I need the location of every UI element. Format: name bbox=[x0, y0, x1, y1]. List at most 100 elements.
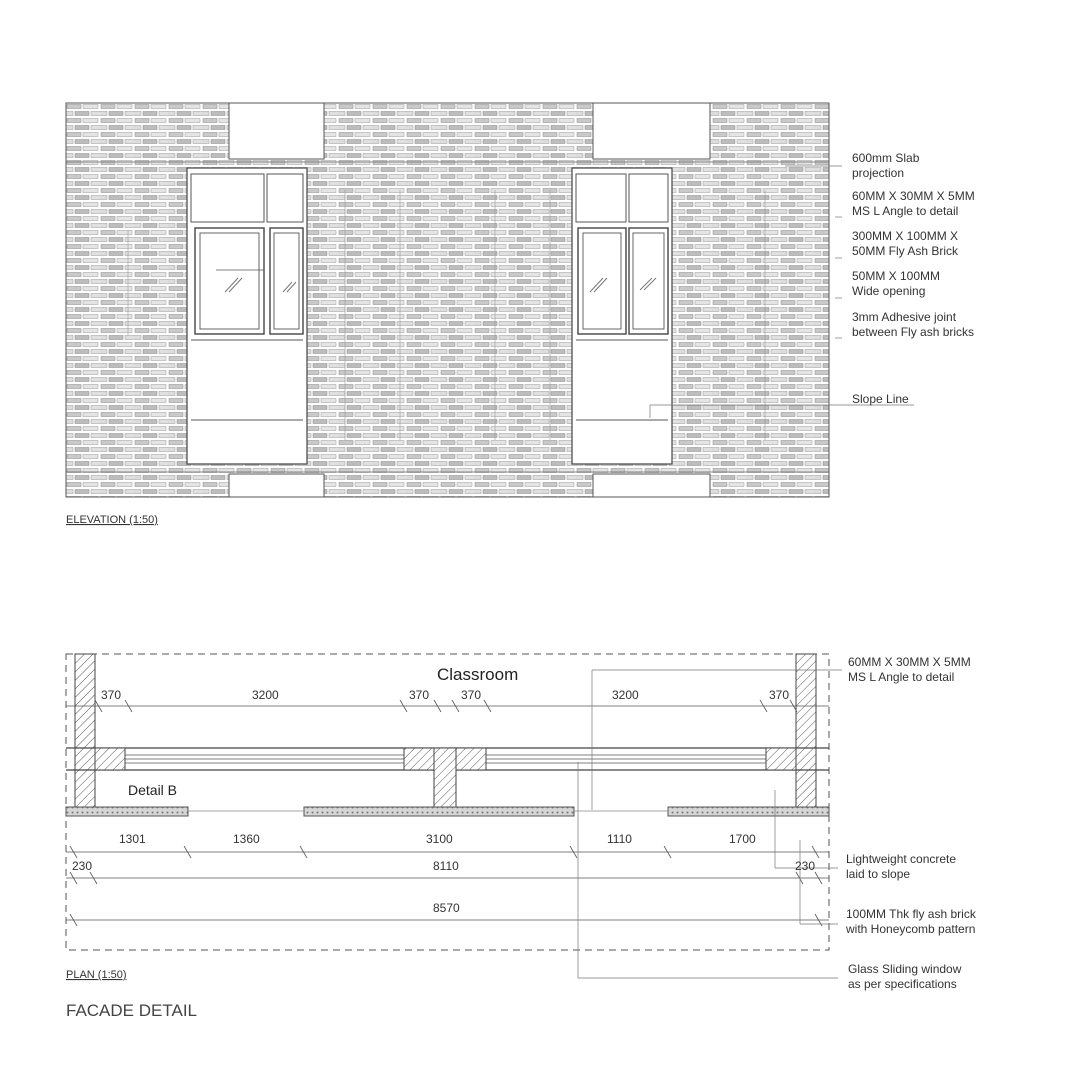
bottom-dim-1: 1301 bbox=[119, 832, 146, 846]
elev-note-5b: between Fly ash bricks bbox=[852, 325, 974, 339]
plan-note-1a: 60MM X 30MM X 5MM bbox=[848, 655, 971, 669]
svg-text:Detail B: Detail B bbox=[128, 782, 177, 798]
svg-text:3200: 3200 bbox=[612, 688, 639, 702]
plan-note-3b: with Honeycomb pattern bbox=[845, 922, 975, 936]
honeycomb-strip-3 bbox=[667, 806, 830, 817]
svg-text:3200: 3200 bbox=[252, 688, 279, 702]
svg-text:230: 230 bbox=[795, 859, 815, 873]
elev-note-4b: Wide opening bbox=[852, 284, 925, 298]
svg-text:370: 370 bbox=[769, 688, 789, 702]
elevation-leaders bbox=[649, 165, 914, 418]
elev-note-3b: 50MM Fly Ash Brick bbox=[852, 244, 959, 258]
plan-wall-right bbox=[795, 653, 817, 811]
svg-text:Lightweight concrete: Lightweight concrete bbox=[846, 852, 956, 866]
elevation-window-right bbox=[571, 167, 673, 465]
pier-left bbox=[94, 747, 126, 771]
room-label: Classroom bbox=[437, 665, 518, 684]
plan-note-1b: MS L Angle to detail bbox=[848, 670, 954, 684]
top-dim-2: 3200 bbox=[252, 688, 279, 702]
svg-text:3mm Adhesive joint: 3mm Adhesive joint bbox=[852, 310, 957, 324]
svg-text:1360: 1360 bbox=[233, 832, 260, 846]
honeycomb-strip-2 bbox=[303, 806, 575, 817]
elev-note-1b: projection bbox=[852, 166, 904, 180]
top-dim-1: 370 bbox=[101, 688, 121, 702]
svg-text:FACADE DETAIL: FACADE DETAIL bbox=[66, 1001, 197, 1020]
svg-text:50MM Fly Ash Brick: 50MM Fly Ash Brick bbox=[852, 244, 959, 258]
sheet-title: FACADE DETAIL bbox=[66, 1001, 197, 1020]
svg-text:60MM X 30MM X 5MM: 60MM X 30MM X 5MM bbox=[852, 189, 975, 203]
svg-text:MS L Angle to detail: MS L Angle to detail bbox=[852, 204, 958, 218]
top-dim-4: 370 bbox=[461, 688, 481, 702]
dim-8110: 8110 bbox=[433, 859, 459, 873]
svg-text:370: 370 bbox=[101, 688, 121, 702]
svg-text:ELEVATION (1:50): ELEVATION (1:50) bbox=[66, 514, 158, 526]
svg-text:Glass Sliding window: Glass Sliding window bbox=[848, 962, 962, 976]
elev-note-3a: 300MM X 100MM X bbox=[852, 229, 958, 243]
plan-note-2a: Lightweight concrete bbox=[846, 852, 956, 866]
plan-note-3a: 100MM Thk fly ash brick bbox=[846, 907, 977, 921]
elevation-title: ELEVATION (1:50) bbox=[66, 514, 158, 526]
bottom-dim-2: 1360 bbox=[233, 832, 260, 846]
svg-text:between Fly ash bricks: between Fly ash bricks bbox=[852, 325, 974, 339]
pier-mid-right bbox=[455, 747, 487, 771]
elevation-notes: 600mm Slab projection 60MM X 30MM X 5MM … bbox=[852, 151, 975, 406]
svg-text:8110: 8110 bbox=[433, 859, 459, 873]
slab-top-right bbox=[592, 102, 711, 160]
dim-230-left: 230 bbox=[72, 859, 92, 873]
elev-note-2b: MS L Angle to detail bbox=[852, 204, 958, 218]
plan-note-4b: as per specifications bbox=[848, 977, 957, 991]
top-dimension-labels: 370 3200 370 370 3200 370 bbox=[101, 688, 789, 702]
detail-label: Detail B bbox=[128, 782, 177, 798]
pier-right bbox=[765, 747, 797, 771]
bottom-dim-5: 1700 bbox=[729, 832, 756, 846]
top-dim-5: 3200 bbox=[612, 688, 639, 702]
svg-text:1110: 1110 bbox=[607, 832, 632, 846]
pier-mid bbox=[433, 747, 457, 811]
elev-note-6: Slope Line bbox=[852, 392, 909, 406]
svg-text:1700: 1700 bbox=[729, 832, 756, 846]
elevation-drawing bbox=[65, 102, 830, 498]
svg-text:Classroom: Classroom bbox=[437, 665, 518, 684]
svg-text:MS L Angle to detail: MS L Angle to detail bbox=[848, 670, 954, 684]
top-dim-6: 370 bbox=[769, 688, 789, 702]
svg-text:60MM X 30MM X 5MM: 60MM X 30MM X 5MM bbox=[848, 655, 971, 669]
svg-text:Slope Line: Slope Line bbox=[852, 392, 909, 406]
svg-text:370: 370 bbox=[409, 688, 429, 702]
pier-mid-left bbox=[403, 747, 435, 771]
plan-note-4a: Glass Sliding window bbox=[848, 962, 962, 976]
svg-text:with Honeycomb pattern: with Honeycomb pattern bbox=[845, 922, 975, 936]
plan-wall-left bbox=[74, 653, 96, 811]
plan-leaders bbox=[577, 669, 842, 979]
svg-text:3100: 3100 bbox=[426, 832, 453, 846]
honeycomb-strip-1 bbox=[65, 806, 189, 817]
svg-text:300MM X 100MM X: 300MM X 100MM X bbox=[852, 229, 958, 243]
plan-note-2b: laid to slope bbox=[846, 867, 910, 881]
svg-text:1301: 1301 bbox=[119, 832, 146, 846]
sliding-window-left bbox=[125, 754, 404, 764]
elev-note-1a: 600mm Slab bbox=[852, 151, 920, 165]
elev-note-5a: 3mm Adhesive joint bbox=[852, 310, 957, 324]
slab-top-left bbox=[228, 102, 325, 160]
bottom-dim-3: 3100 bbox=[426, 832, 453, 846]
plan-title: PLAN (1:50) bbox=[66, 969, 127, 981]
elev-note-2a: 60MM X 30MM X 5MM bbox=[852, 189, 975, 203]
elev-note-4a: 50MM X 100MM bbox=[852, 269, 940, 283]
svg-text:370: 370 bbox=[461, 688, 481, 702]
svg-text:230: 230 bbox=[72, 859, 92, 873]
top-dim-3: 370 bbox=[409, 688, 429, 702]
slab-bottom-right bbox=[592, 473, 711, 498]
plan-drawing bbox=[65, 653, 830, 951]
elevation-window-left bbox=[186, 167, 308, 465]
svg-text:as per specifications: as per specifications bbox=[848, 977, 957, 991]
svg-text:100MM Thk fly ash brick: 100MM Thk fly ash brick bbox=[846, 907, 977, 921]
sliding-window-right bbox=[486, 754, 766, 764]
dim-8570: 8570 bbox=[433, 901, 460, 915]
bottom-dim-4: 1110 bbox=[607, 832, 632, 846]
plan-boundary bbox=[65, 653, 830, 951]
svg-text:PLAN (1:50): PLAN (1:50) bbox=[66, 969, 127, 981]
svg-text:50MM X 100MM: 50MM X 100MM bbox=[852, 269, 940, 283]
svg-text:Wide opening: Wide opening bbox=[852, 284, 925, 298]
svg-text:projection: projection bbox=[852, 166, 904, 180]
plan-notes: 60MM X 30MM X 5MM MS L Angle to detail L… bbox=[845, 655, 977, 991]
